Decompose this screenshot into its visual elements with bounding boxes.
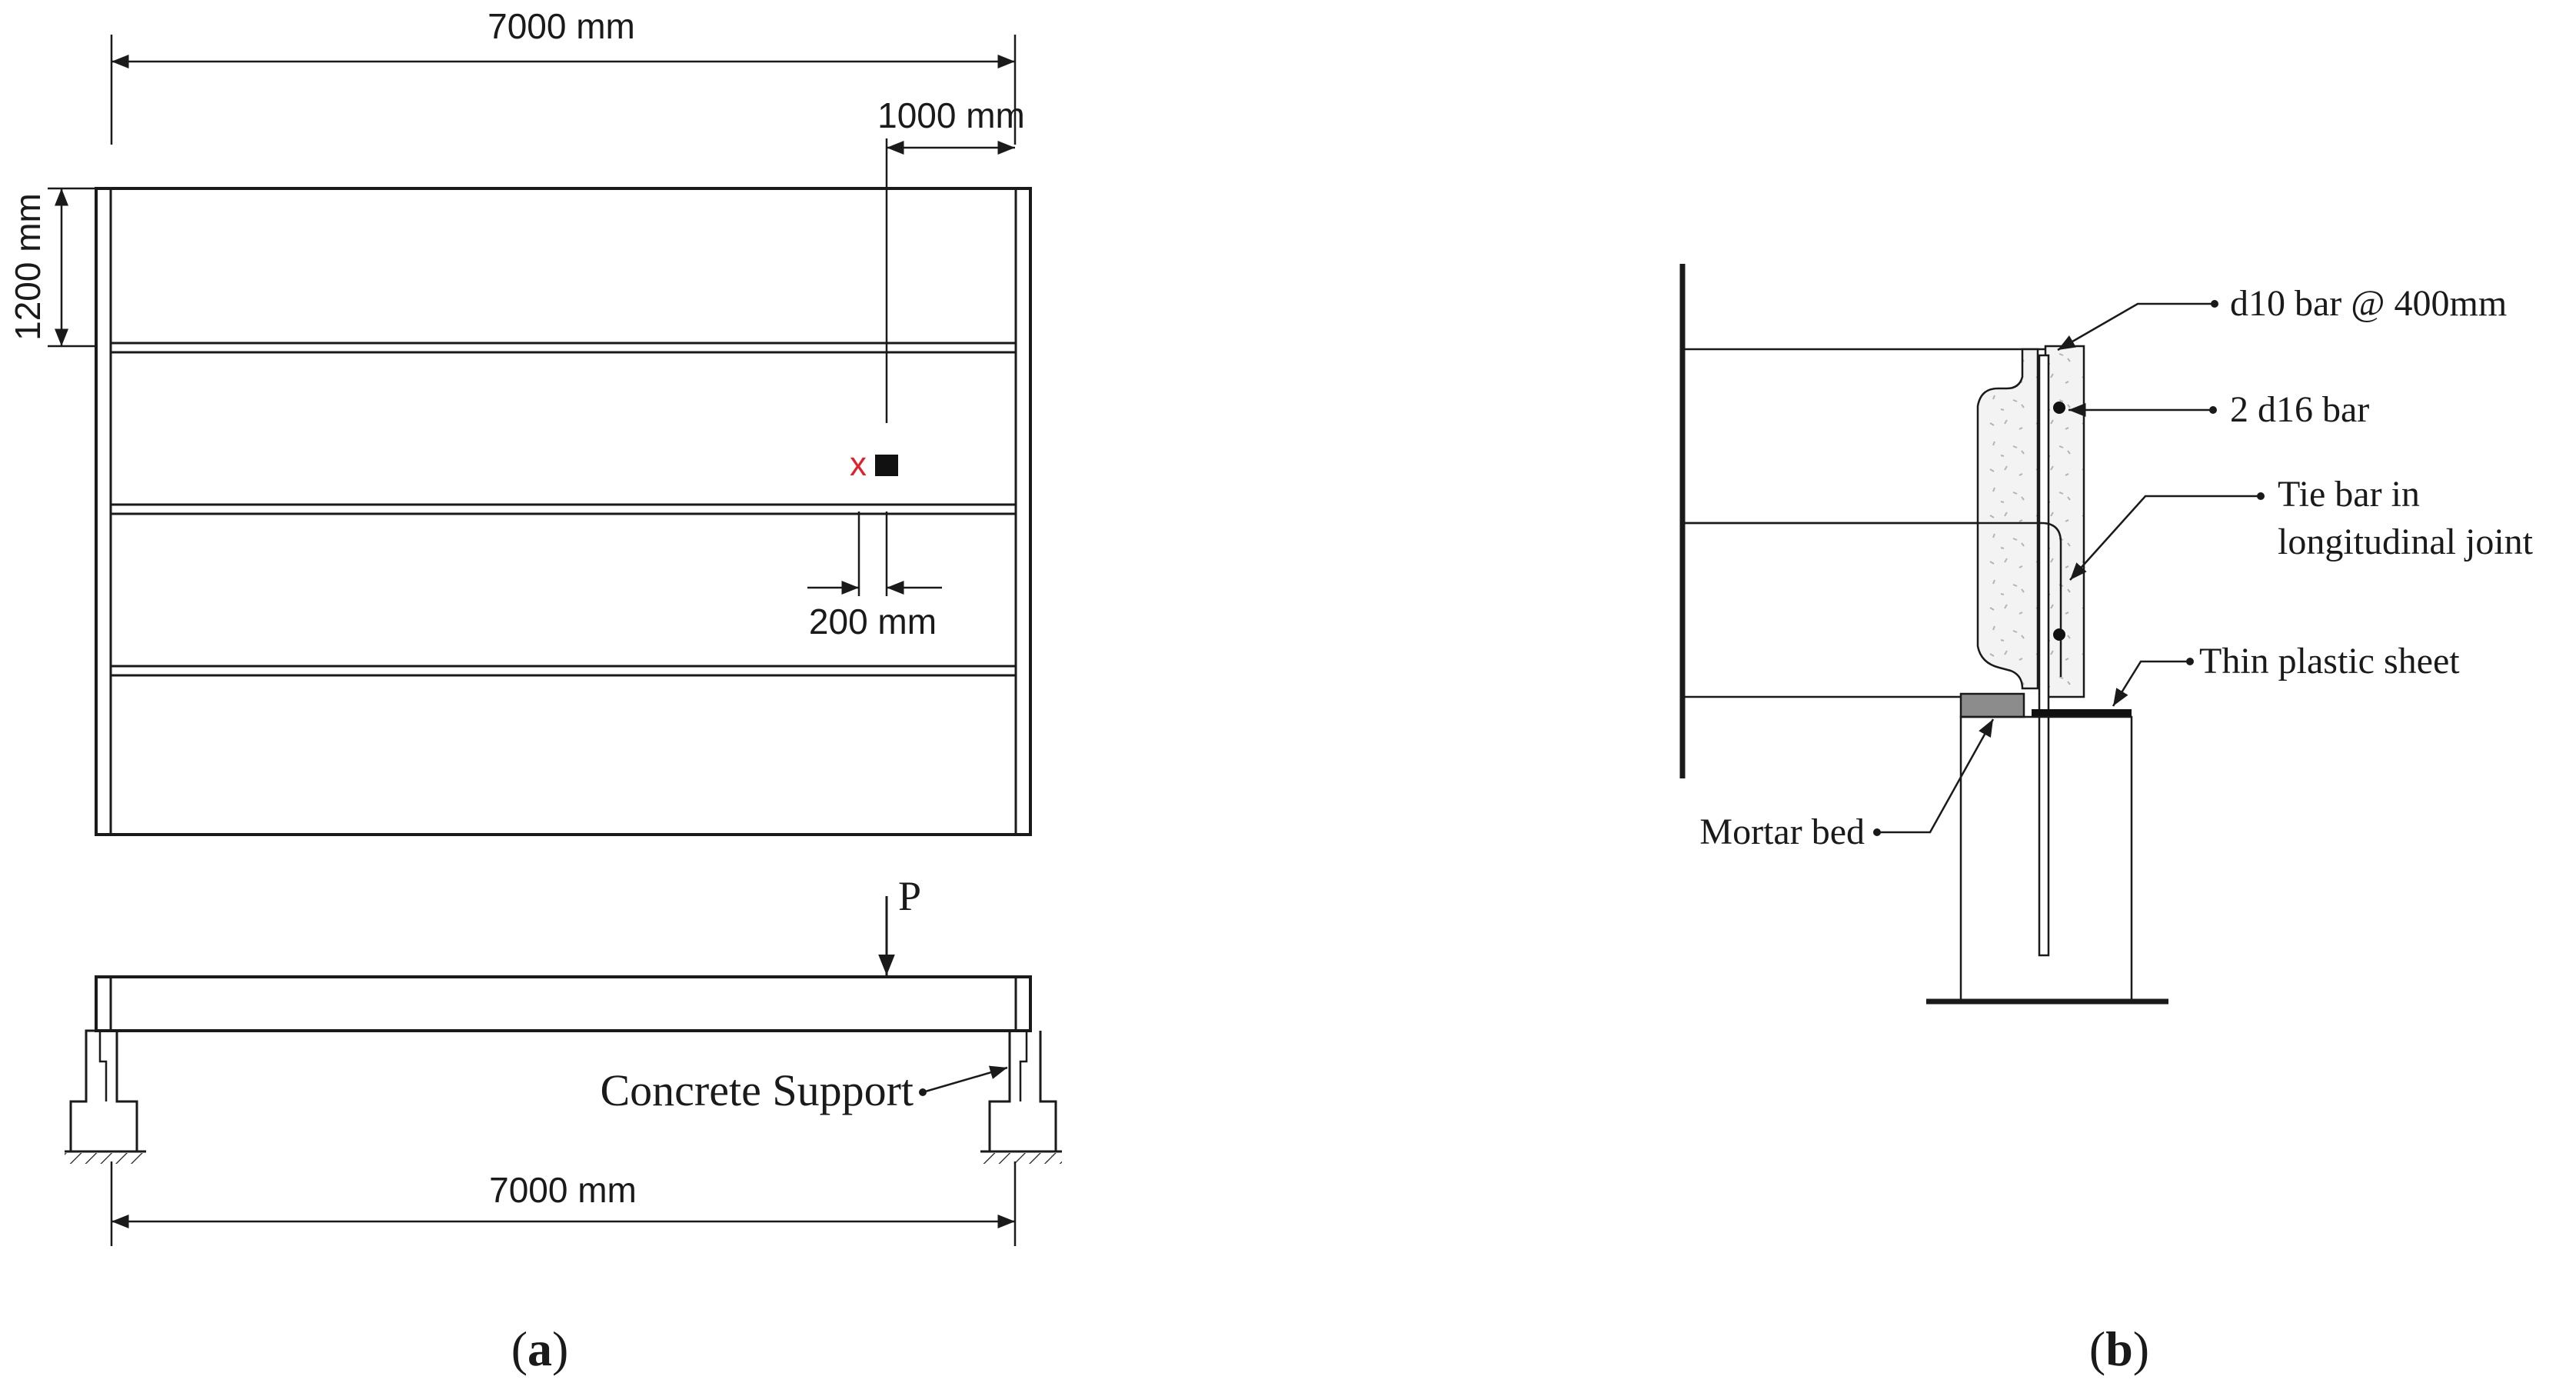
detail-mortar-bed (1959, 692, 2025, 718)
panel-b-label: (b) (2089, 1321, 2149, 1376)
plan-joint-2 (111, 503, 1016, 515)
load-label: P (898, 873, 921, 919)
plan-joint-3 (111, 665, 1016, 677)
detail-d16-bar-bottom (2053, 628, 2065, 641)
detail-tie-bar (1684, 522, 2062, 677)
dim-panel-text: 1200 mm (8, 193, 48, 341)
panel-b-detail (1679, 264, 2265, 1005)
panel-a-label: (a) (511, 1321, 569, 1376)
leader-d10 (2057, 302, 2215, 352)
callout-tie-bar-line1: Tie bar in (2278, 474, 2420, 515)
elevation-slab (95, 975, 1032, 1032)
callout-mortar-bed: Mortar bed (1699, 811, 1865, 852)
callout-plastic-sheet: Thin plastic sheet (2199, 641, 2460, 682)
leader-tie-bar (2069, 495, 2261, 581)
detail-d10-bar (2038, 354, 2050, 957)
plan-joint-1 (111, 342, 1016, 354)
support-right (980, 1031, 1062, 1164)
support-leader (922, 1065, 1008, 1094)
detail-plastic-sheet (2032, 709, 2132, 717)
dim-total-text: 7000 mm (488, 6, 635, 46)
gauge-marker-square (875, 455, 898, 476)
support-left (65, 1029, 146, 1164)
callout-tie-bar-line2: longitudinal joint (2278, 522, 2534, 562)
detail-d16-bar-top (2053, 402, 2065, 414)
dim-offset-text: 1000 mm (877, 95, 1025, 135)
panel-a-elevation (65, 896, 1062, 1246)
leader-mortar-bed (1877, 718, 1995, 834)
callout-d16-bar: 2 d16 bar (2230, 389, 2369, 430)
support-leader-dot (919, 1088, 927, 1096)
plan-slab-outline (95, 187, 1032, 836)
support-label: Concrete Support (600, 1065, 914, 1115)
dim-gauge-text: 200 mm (809, 602, 937, 642)
leader-plastic-sheet (2112, 660, 2190, 707)
detail-grout-joint (1976, 348, 2039, 690)
dim-span-text: 7000 mm (489, 1170, 637, 1210)
detail-edge-strip (2044, 345, 2085, 698)
gauge-marker-cross: x (850, 445, 867, 483)
callout-d10-bar: d10 bar @ 400mm (2230, 283, 2507, 324)
panel-a-plan (48, 35, 1032, 836)
